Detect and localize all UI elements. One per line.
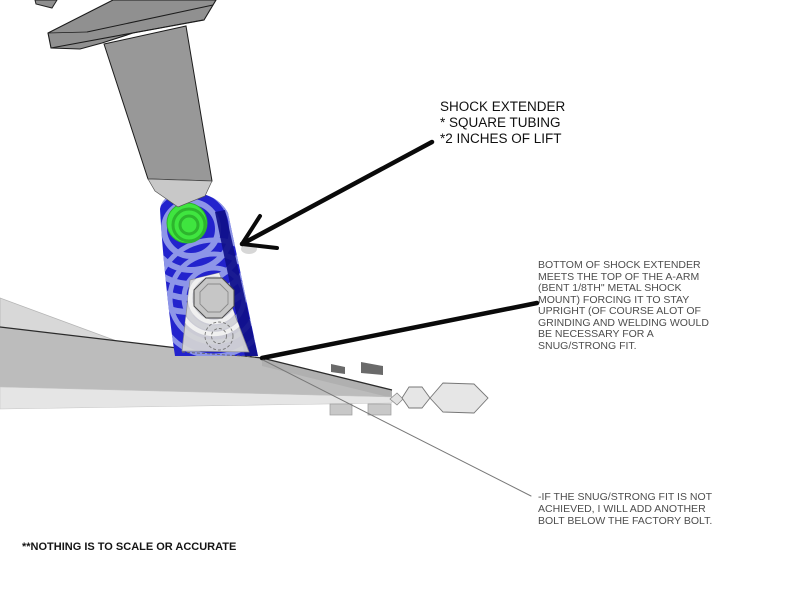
- label-line: SHOCK EXTENDER: [440, 99, 566, 114]
- proposed-bolt-outline-inner: [211, 328, 227, 344]
- extender-leader-shaft: [239, 139, 435, 247]
- note-line: ACHIEVED, I WILL ADD ANOTHER: [538, 502, 706, 515]
- bracket-hidden-edge: [181, 351, 257, 358]
- leader-lines: [239, 139, 540, 497]
- label-line: * SQUARE TUBING: [440, 115, 561, 130]
- bolt-note: -IF THE SNUG/STRONG FIT IS NOT ACHIEVED,…: [538, 491, 713, 527]
- factory-bolt-head-inner: [199, 283, 229, 313]
- a-arm-lower-band: [0, 386, 393, 410]
- cv-joint-large: [429, 382, 489, 414]
- extender-leader-barb-upper: [240, 214, 262, 246]
- mount-hole-rings: [171, 207, 207, 243]
- mount-note: BOTTOM OF SHOCK EXTENDER MEETS THE TOP O…: [538, 259, 709, 352]
- a-arm-tab-right: [367, 403, 392, 416]
- note-line: GRINDING AND WELDING WOULD: [538, 316, 709, 329]
- tube-shadow-edge: [215, 210, 258, 356]
- bolt-note-leader: [262, 359, 532, 497]
- note-line: BE NECESSARY FOR A: [538, 328, 654, 340]
- a-arm-right-shade: [262, 358, 392, 398]
- proposed-bolt-outline: [204, 321, 234, 351]
- note-line: UPRIGHT (OF COURSE ALOT OF: [538, 305, 701, 317]
- mount-note-leader: [259, 300, 540, 361]
- a-arm-face: [0, 327, 392, 398]
- note-line: MOUNT) FORCING IT TO STAY: [538, 293, 690, 306]
- label-line: *2 INCHES OF LIFT: [440, 131, 562, 146]
- a-arm-tab-left: [329, 403, 353, 416]
- shock-body: [103, 25, 213, 182]
- note-line: SNUG/STRONG FIT.: [538, 339, 637, 352]
- note-line: MEETS THE TOP OF THE A-ARM: [538, 270, 700, 283]
- note-line: BOLT BELOW THE FACTORY BOLT.: [538, 514, 713, 527]
- note-line: BOTTOM OF SHOCK EXTENDER: [538, 259, 701, 271]
- cv-joint-small: [401, 386, 431, 409]
- scale-disclaimer: **NOTHING IS TO SCALE OR ACCURATE: [22, 541, 237, 553]
- frame-beam-crease: [50, 19, 204, 49]
- frame-sliver: [34, 0, 58, 9]
- note-line: -IF THE SNUG/STRONG FIT IS NOT: [538, 491, 713, 503]
- balljoint-notch-left: [331, 364, 345, 374]
- extender-leader-barb-lower: [240, 242, 279, 250]
- shock-end-cap: [147, 178, 213, 208]
- note-line: (BENT 1/8TH" METAL SHOCK: [538, 282, 682, 294]
- shock-extender-label: SHOCK EXTENDER * SQUARE TUBING *2 INCHES…: [440, 99, 565, 147]
- frame-beam-crease3: [47, 31, 88, 34]
- frame-beam-crease2: [86, 4, 214, 33]
- balljoint-notch-right: [361, 362, 383, 375]
- shock-mount-bracket-group: [181, 272, 257, 358]
